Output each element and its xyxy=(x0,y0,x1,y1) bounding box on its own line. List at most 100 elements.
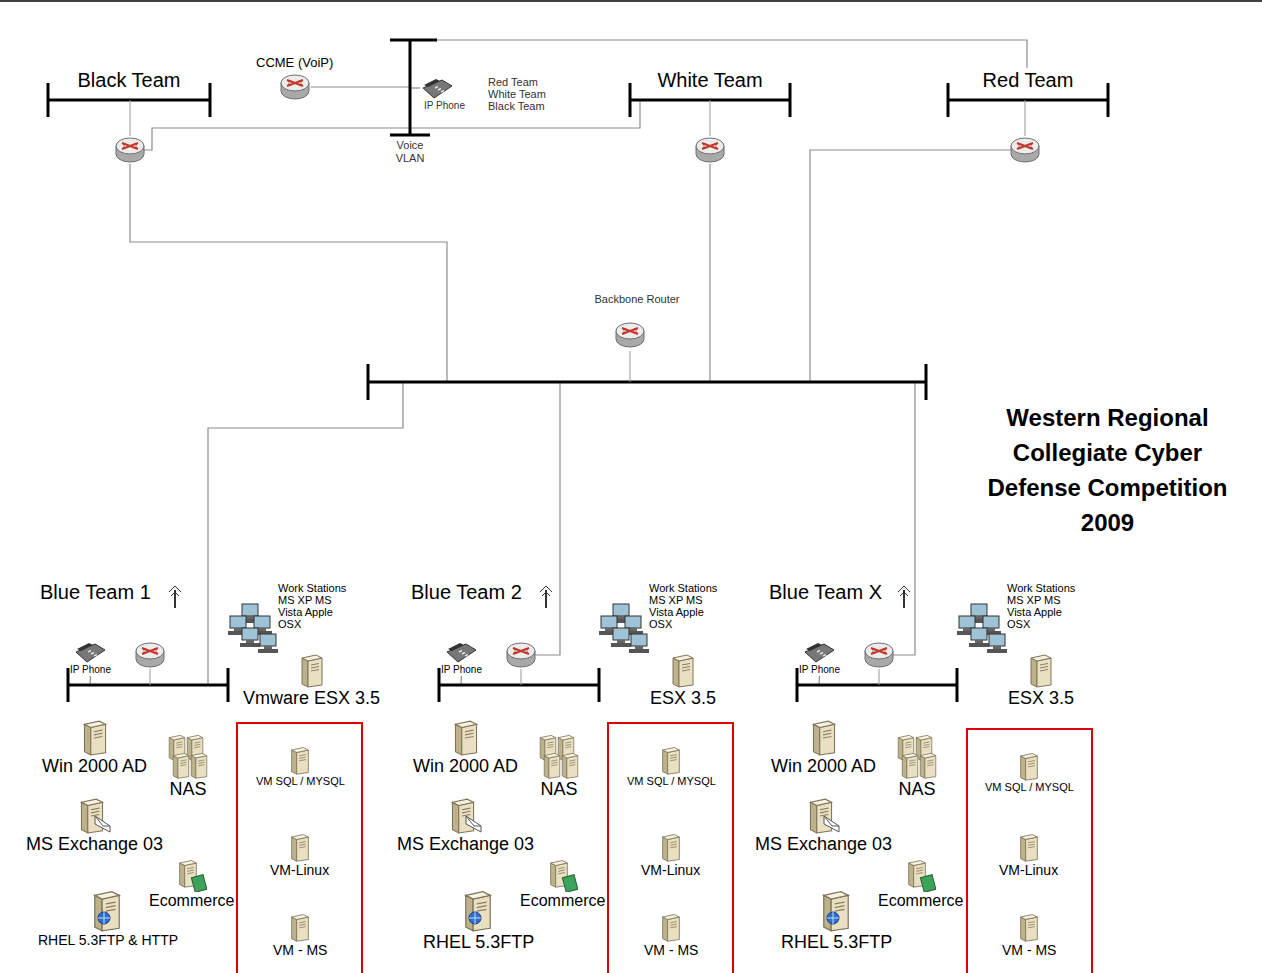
pcs-symbol xyxy=(599,604,649,653)
node-label: VM - MS xyxy=(1002,942,1056,958)
server-symbol xyxy=(673,655,693,687)
nas-symbol xyxy=(898,735,936,778)
device-node: Win 2000 AD xyxy=(413,718,518,777)
vm-frame xyxy=(967,729,1092,973)
web-symbol xyxy=(823,892,847,931)
bus-end xyxy=(796,668,799,702)
server-icon xyxy=(660,912,682,942)
node-label: Ecommerce xyxy=(520,892,605,910)
nas-icon xyxy=(895,733,939,779)
bus-end xyxy=(367,364,370,400)
nas-icon xyxy=(166,733,210,779)
node-label: Win 2000 AD xyxy=(42,756,147,777)
device-node: Vmware ESX 3.5 xyxy=(243,652,380,709)
nas-symbol xyxy=(169,735,207,778)
web-icon xyxy=(90,888,126,932)
phone-icon xyxy=(73,640,107,664)
device-node: NAS xyxy=(166,733,210,800)
server-symbol xyxy=(1021,915,1038,942)
phone-icon xyxy=(420,76,454,100)
device-node: NAS xyxy=(895,733,939,800)
node-label: VM SQL / MYSQL xyxy=(985,781,1074,794)
workstations: Work Stations MS XP MS Vista Apple OSX xyxy=(228,582,368,660)
ecom-symbol xyxy=(908,861,935,893)
ecom-icon xyxy=(906,858,936,892)
network-link xyxy=(144,100,640,150)
node-label: CCME (VoiP) xyxy=(256,55,333,71)
node-label: Red Team White Team Black Team xyxy=(488,76,556,112)
bus-end xyxy=(1107,83,1110,117)
network-segment: Blue Team 2 xyxy=(406,580,601,705)
router-icon xyxy=(136,643,164,667)
ecom-symbol xyxy=(550,861,577,893)
router-symbol xyxy=(281,75,309,99)
server-icon xyxy=(1018,751,1040,781)
bus-end xyxy=(438,668,441,702)
server-symbol xyxy=(813,721,834,755)
phone-symbol xyxy=(805,643,834,662)
node-label: Voice VLAN xyxy=(388,139,432,165)
router-icon xyxy=(865,643,893,667)
device-node: VM SQL / MYSQL xyxy=(256,745,345,788)
web-icon xyxy=(819,888,855,932)
pcs-symbol xyxy=(228,604,278,653)
node-label: IP Phone xyxy=(441,664,482,676)
device-node: Ecommerce xyxy=(878,858,963,910)
pcs-icon xyxy=(228,600,280,655)
node-label: VM - MS xyxy=(644,942,698,958)
nas-symbol xyxy=(540,735,578,778)
node-label: RHEL 5.3FTP xyxy=(423,932,534,953)
device-node: RHEL 5.3FTP xyxy=(781,888,892,953)
network-link xyxy=(893,382,915,655)
node-label: Win 2000 AD xyxy=(771,756,876,777)
node-label: ESX 3.5 xyxy=(1008,688,1074,709)
node-label: Backbone Router xyxy=(562,293,712,306)
router-icon xyxy=(279,71,311,103)
server-icon xyxy=(289,832,311,862)
router-icon xyxy=(116,138,144,162)
bus-end xyxy=(925,364,928,400)
network-segment: White Team xyxy=(630,68,790,168)
device-node: Win 2000 AD xyxy=(42,718,147,777)
node-label: NAS xyxy=(169,779,206,800)
server-symbol xyxy=(292,915,309,942)
router-icon xyxy=(696,138,724,162)
node-label: Ecommerce xyxy=(149,892,234,910)
router-icon xyxy=(1011,138,1039,162)
node-label: Black Team xyxy=(48,68,210,92)
node-label: RHEL 5.3FTP & HTTP xyxy=(38,932,178,948)
node-label: Work Stations MS XP MS Vista Apple OSX xyxy=(649,582,721,630)
server-symbol xyxy=(292,748,309,775)
mail-icon xyxy=(449,796,483,834)
mail-icon xyxy=(807,796,841,834)
server-icon xyxy=(670,652,696,688)
bus-end xyxy=(67,668,70,702)
ecom-icon xyxy=(177,858,207,892)
bus-line xyxy=(368,381,926,384)
router-icon xyxy=(616,323,644,347)
bus-line xyxy=(948,99,1108,102)
device-node: VM - MS xyxy=(644,912,698,958)
title: Western Regional Collegiate Cyber Defens… xyxy=(975,400,1240,540)
network-link xyxy=(208,382,403,685)
device-node: RHEL 5.3FTP xyxy=(423,888,534,953)
device-node: IP Phone xyxy=(70,640,111,676)
node-label: IP Phone xyxy=(424,100,472,112)
node-label: RHEL 5.3FTP xyxy=(781,932,892,953)
server-icon xyxy=(1018,912,1040,942)
web-icon xyxy=(461,888,497,932)
node-label: IP Phone xyxy=(70,664,111,676)
phone-column: IP Phone xyxy=(420,76,472,112)
node-label: MS Exchange 03 xyxy=(26,834,163,855)
web-symbol xyxy=(95,892,119,931)
phone-icon xyxy=(444,640,478,664)
device-node: MS Exchange 03 xyxy=(755,796,892,855)
web-symbol xyxy=(465,892,489,931)
antenna-waves xyxy=(169,586,181,596)
bus-end xyxy=(390,39,437,42)
device-node: ESX 3.5 xyxy=(1008,652,1074,709)
device-node: NAS xyxy=(537,733,581,800)
device-node: VM SQL / MYSQL xyxy=(985,751,1074,794)
pcs-icon xyxy=(599,600,651,655)
node-label: White Team xyxy=(630,68,790,92)
